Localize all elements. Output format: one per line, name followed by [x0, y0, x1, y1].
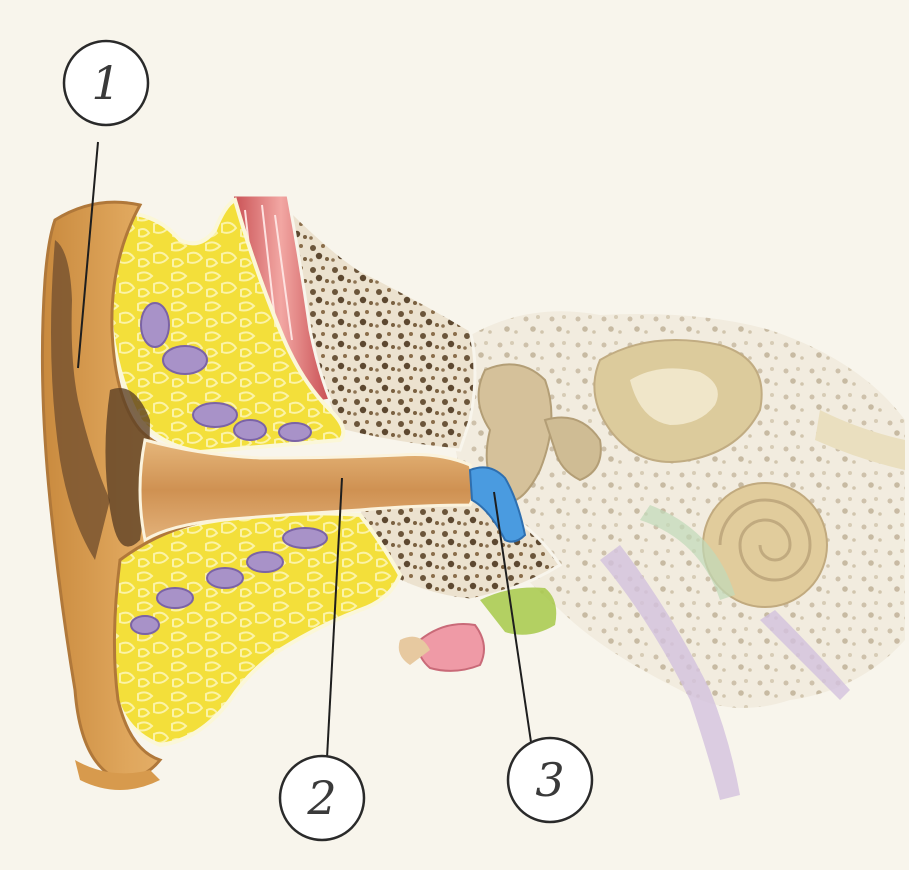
callout-2-label: 2	[306, 771, 336, 825]
callout-1: 1	[64, 41, 148, 125]
callout-1-label: 1	[91, 56, 120, 110]
callout-2: 2	[280, 756, 364, 840]
callout-3-label: 3	[535, 753, 564, 807]
callout-3: 3	[508, 738, 592, 822]
